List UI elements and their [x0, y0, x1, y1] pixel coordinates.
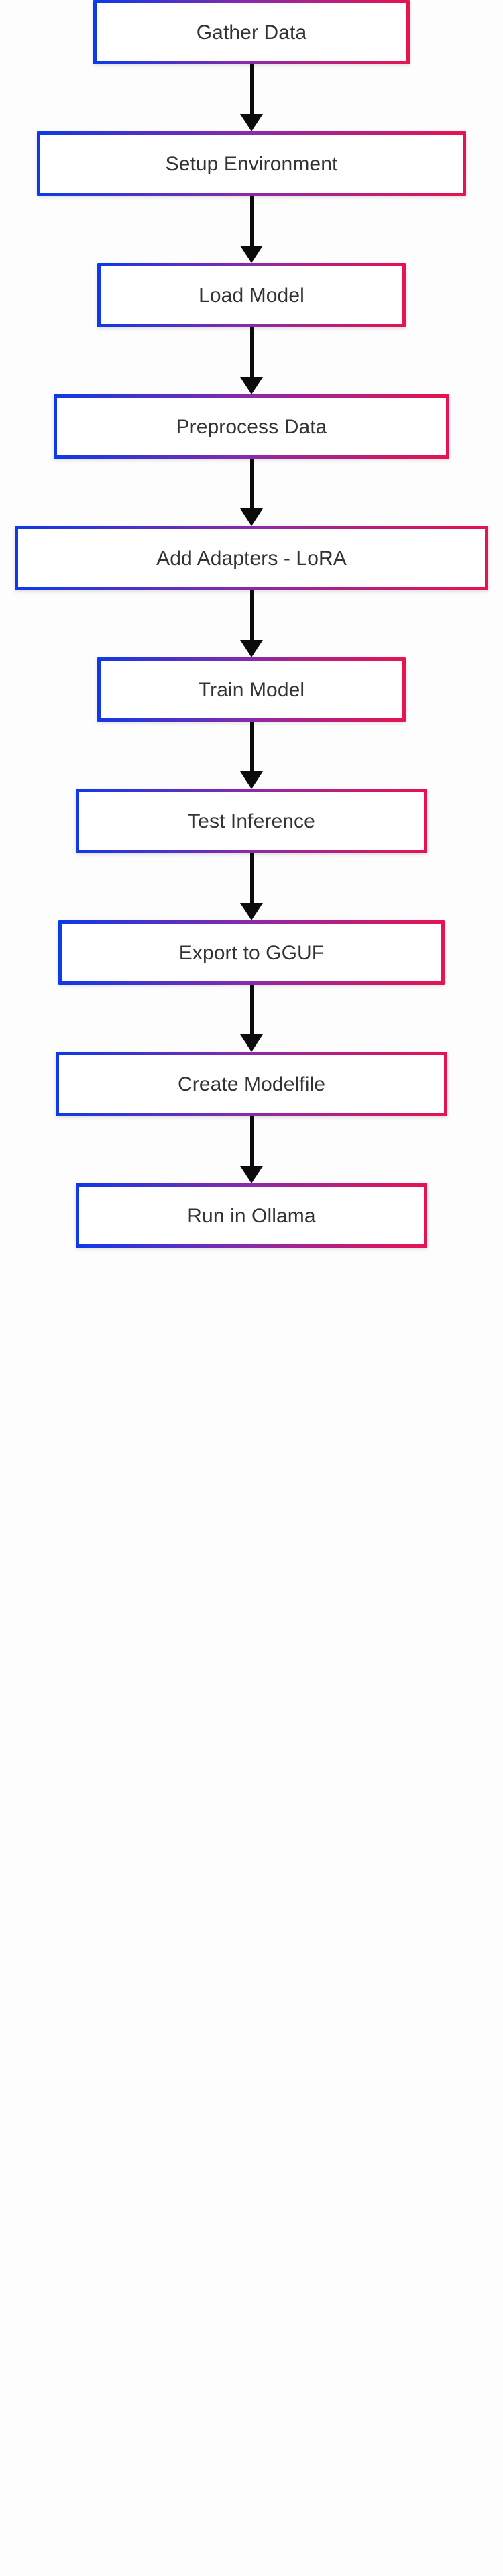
- flow-node-label: Gather Data: [196, 21, 307, 44]
- flow-edge-n9-n10: [238, 1116, 265, 1183]
- edge-line: [249, 1116, 254, 1167]
- arrowhead-down-icon: [240, 114, 263, 131]
- flow-node-preprocess-data[interactable]: Preprocess Data: [54, 394, 449, 459]
- flow-edge-n1-n2: [238, 64, 265, 131]
- edge-line: [249, 590, 254, 641]
- edge-line: [249, 64, 254, 115]
- edge-line: [249, 459, 254, 509]
- flow-edge-n5-n6: [238, 590, 265, 657]
- arrowhead-down-icon: [240, 903, 263, 920]
- arrowhead-down-icon: [240, 508, 263, 526]
- flow-node-create-modelfile[interactable]: Create Modelfile: [56, 1052, 447, 1116]
- edge-line: [249, 853, 254, 904]
- flow-node-export-to-gguf[interactable]: Export to GGUF: [58, 920, 445, 985]
- flow-node-label: Test Inference: [188, 810, 315, 833]
- flow-node-load-model[interactable]: Load Model: [97, 263, 406, 327]
- flow-node-label: Preprocess Data: [176, 415, 327, 438]
- flow-edge-n7-n8: [238, 853, 265, 920]
- flow-node-gather-data[interactable]: Gather Data: [93, 0, 410, 64]
- edge-line: [249, 196, 254, 246]
- arrowhead-down-icon: [240, 246, 263, 263]
- flow-node-label: Load Model: [199, 284, 304, 307]
- arrowhead-down-icon: [240, 1034, 263, 1052]
- flow-node-train-model[interactable]: Train Model: [97, 657, 406, 722]
- flow-node-label: Add Adapters - LoRA: [156, 547, 347, 570]
- flow-node-setup-environment[interactable]: Setup Environment: [37, 131, 466, 196]
- flow-edge-n2-n3: [238, 196, 265, 263]
- flow-node-label: Run in Ollama: [187, 1204, 316, 1227]
- flow-edge-n6-n7: [238, 722, 265, 789]
- flow-node-add-adapters-lora[interactable]: Add Adapters - LoRA: [15, 526, 488, 590]
- flow-node-label: Create Modelfile: [177, 1073, 326, 1095]
- edge-line: [249, 327, 254, 378]
- arrowhead-down-icon: [240, 640, 263, 657]
- arrowhead-down-icon: [240, 377, 263, 394]
- flow-node-run-in-ollama[interactable]: Run in Ollama: [76, 1183, 427, 1248]
- arrowhead-down-icon: [240, 1166, 263, 1183]
- flow-edge-n4-n5: [238, 459, 265, 526]
- flow-node-label: Train Model: [198, 678, 305, 701]
- flow-node-test-inference[interactable]: Test Inference: [76, 789, 427, 853]
- edge-line: [249, 985, 254, 1035]
- flow-edge-n8-n9: [238, 985, 265, 1052]
- arrowhead-down-icon: [240, 771, 263, 789]
- edge-line: [249, 722, 254, 772]
- flow-edge-n3-n4: [238, 327, 265, 394]
- flow-node-label: Export to GGUF: [178, 941, 325, 964]
- flow-node-label: Setup Environment: [165, 152, 338, 175]
